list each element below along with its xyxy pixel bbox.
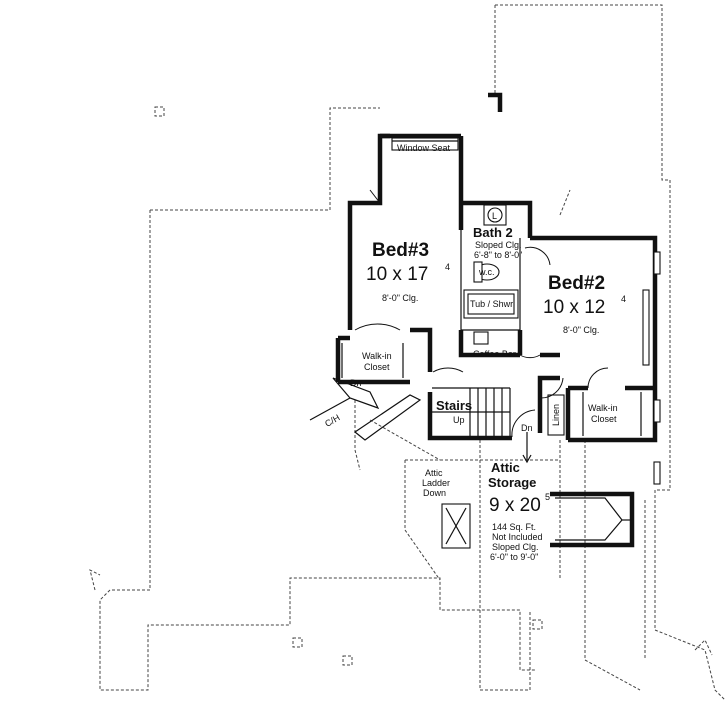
labels: Window Seat Bed#3 10 x 17 4 8'-0" Clg. B… — [323, 143, 626, 562]
bed3-name: Bed#3 — [372, 240, 429, 261]
attic-dim: 9 x 20 — [489, 495, 541, 516]
bath2-name: Bath 2 — [473, 225, 513, 240]
bath2-lav: L — [492, 211, 497, 221]
dn-right-label: Dn — [521, 423, 533, 433]
bath2-wc: w.c. — [478, 267, 495, 277]
attic-note3: Sloped Clg. — [492, 542, 539, 552]
walkin-right-line2: Closet — [591, 414, 617, 424]
attic-name1: Attic — [491, 460, 520, 475]
bed2-dim: 10 x 12 — [543, 297, 605, 318]
bath-fixtures — [463, 204, 519, 345]
walkin-left-line1: Walk-in — [362, 351, 392, 361]
bath2-note2: 6'-8" to 8'-0" — [474, 250, 522, 260]
doors — [354, 189, 609, 438]
walkin-right-line1: Walk-in — [588, 403, 618, 413]
ch-label: C/H — [323, 412, 341, 428]
bed2-name: Bed#2 — [548, 273, 605, 294]
roof-outline — [89, 4, 725, 701]
bed2-ceiling: 8'-0" Clg. — [563, 325, 599, 335]
coffee-bar-label: Coffee Bar — [473, 349, 516, 359]
interior-lines — [309, 137, 661, 549]
bath2-note1: Sloped Clg. — [475, 240, 522, 250]
window-seat-label: Window Seat — [397, 143, 451, 153]
bed2-dim-sup: 4 — [621, 294, 626, 304]
linen-label: Linen — [551, 404, 561, 426]
bed3-dim-sup: 4 — [445, 262, 450, 272]
attic-note2: Not Included — [492, 532, 543, 542]
stairs-up-label: Up — [453, 415, 465, 425]
bath2-tub: Tub / Shwr — [470, 299, 513, 309]
ladder-line1: Attic — [425, 468, 443, 478]
exterior-walls — [335, 92, 658, 548]
ladder-line3: Down — [423, 488, 446, 498]
stairs-label: Stairs — [436, 398, 472, 413]
walkin-left-line2: Closet — [364, 362, 390, 372]
attic-dim-sup: 5 — [545, 492, 550, 502]
attic-note4: 6'-0" to 9'-0" — [490, 552, 538, 562]
attic-note1: 144 Sq. Ft. — [492, 522, 536, 532]
ladder-line2: Ladder — [422, 478, 450, 488]
bed3-ceiling: 8'-0" Clg. — [382, 293, 418, 303]
dn-left-label: Dn — [350, 378, 362, 388]
bed3-dim: 10 x 17 — [366, 264, 428, 285]
attic-name2: Storage — [488, 475, 536, 490]
